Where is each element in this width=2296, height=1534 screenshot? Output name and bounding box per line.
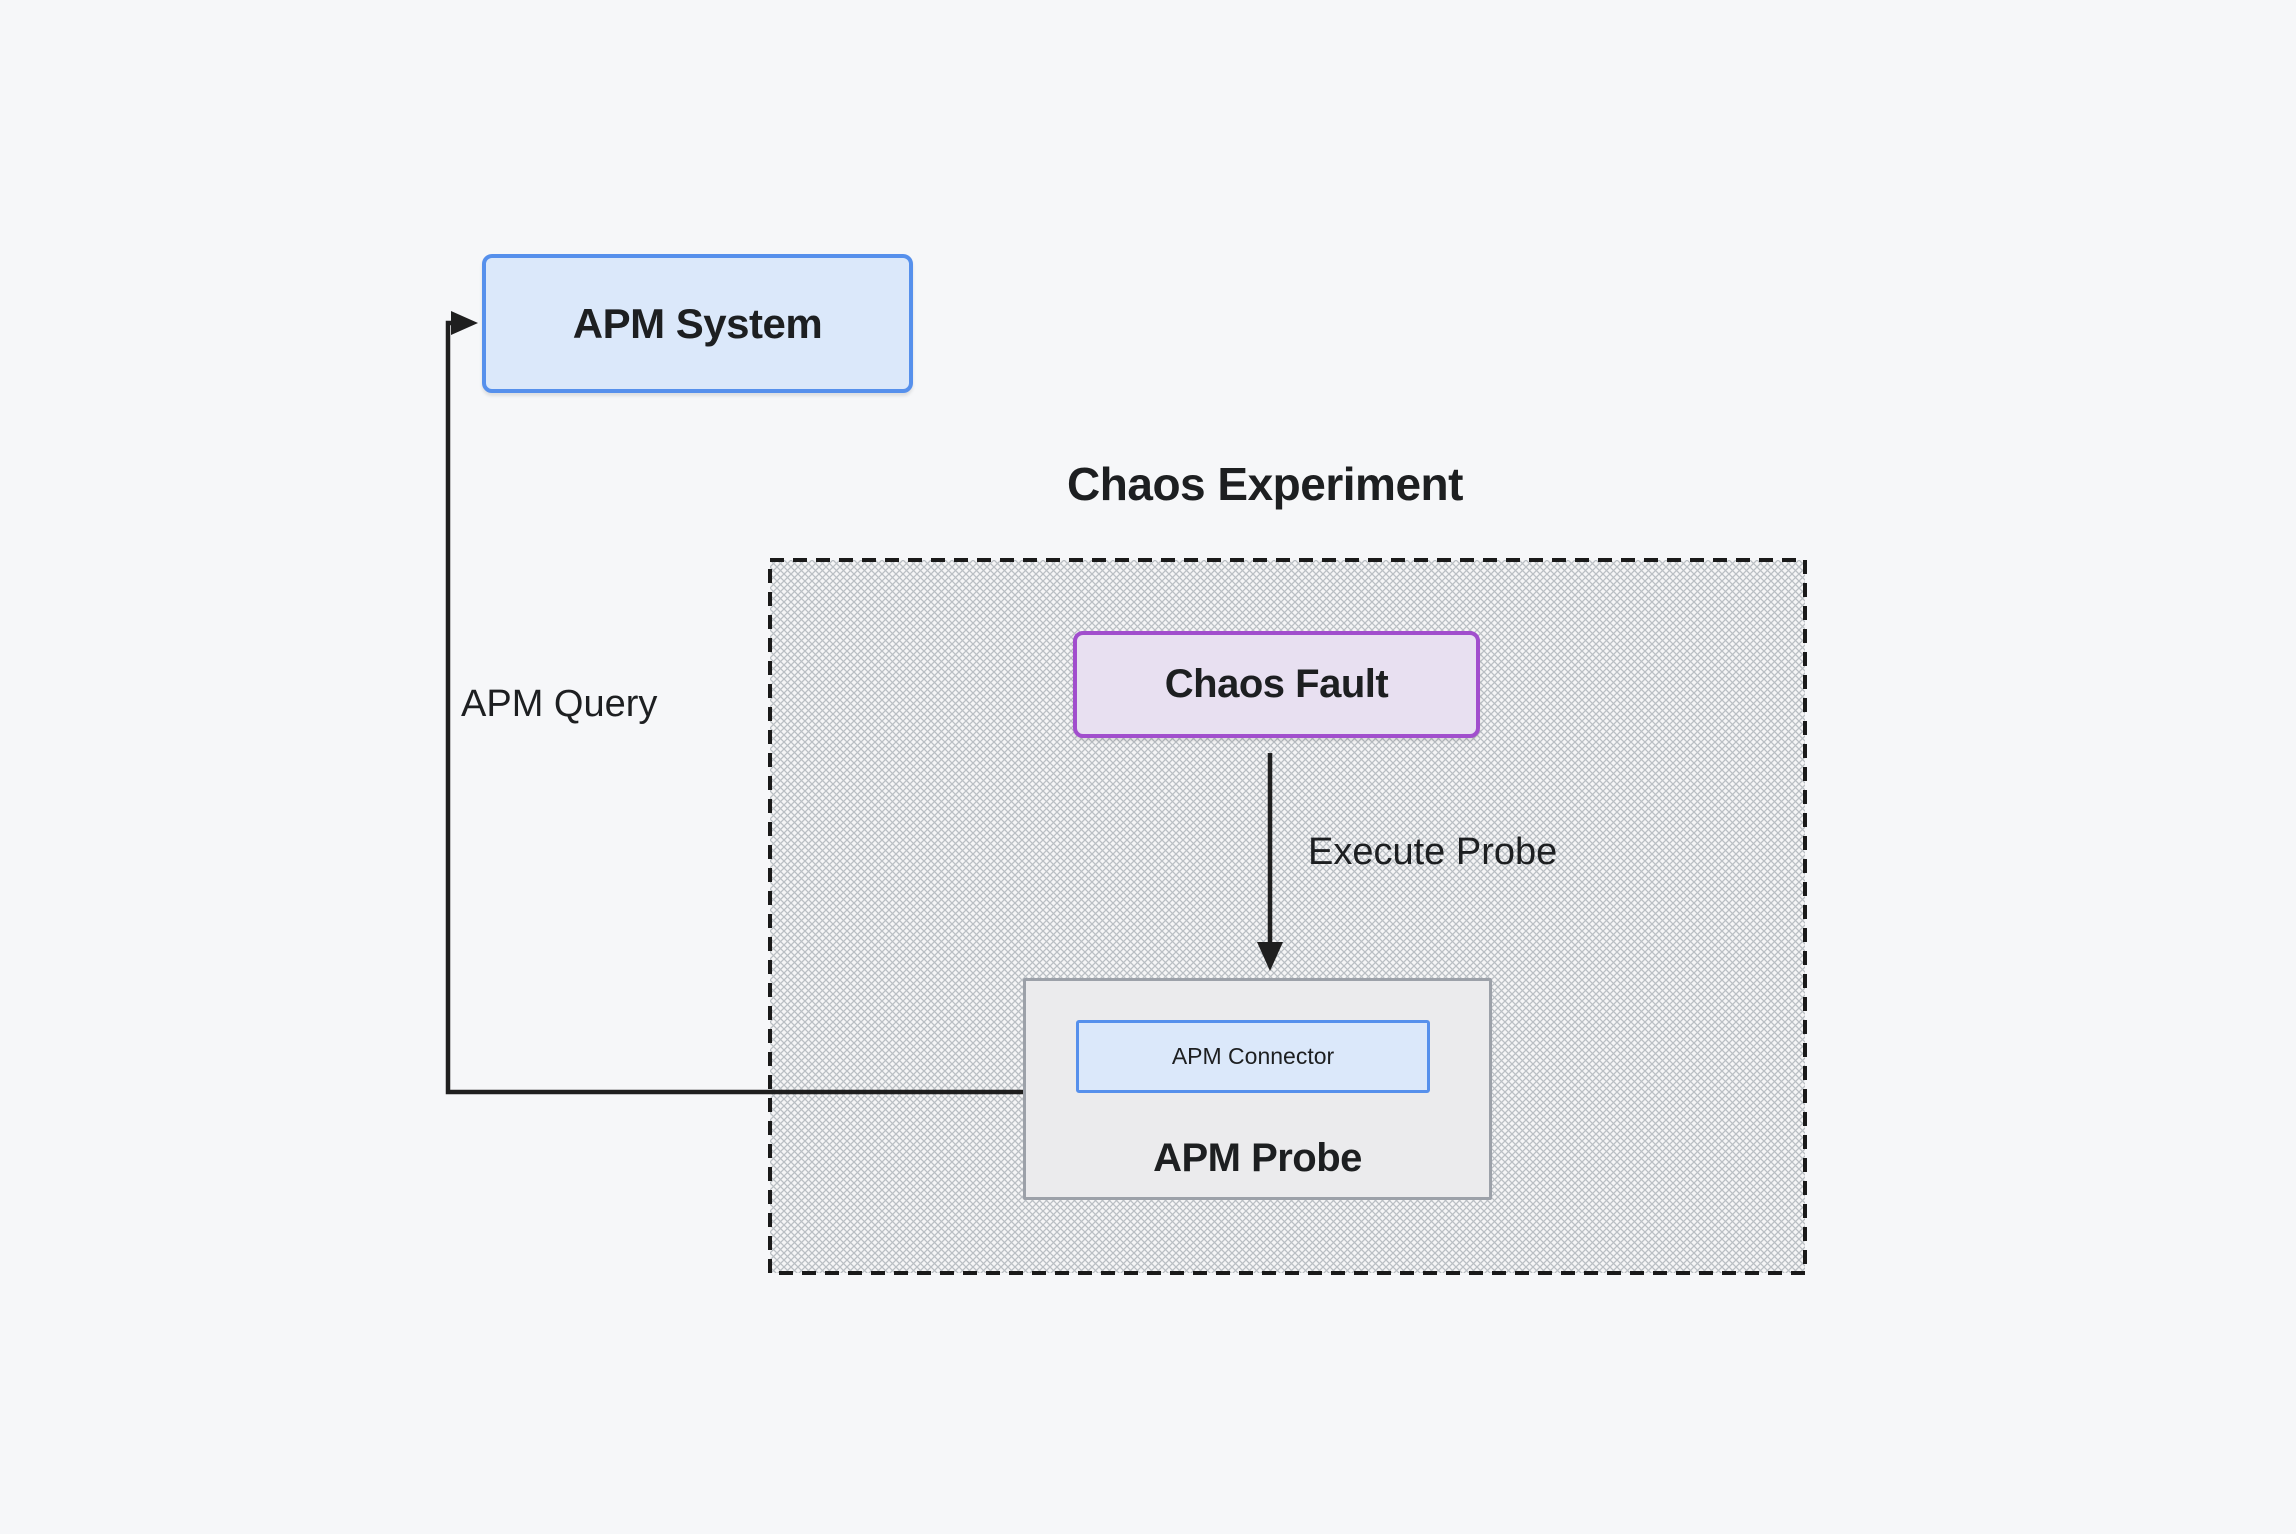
- apm-probe-label: APM Probe: [1153, 1136, 1362, 1180]
- node-apm-probe: APM Connector APM Probe: [1023, 978, 1492, 1200]
- apm-query-edge-label: APM Query: [461, 683, 658, 725]
- chaos-experiment-title: Chaos Experiment: [1067, 458, 1463, 510]
- node-apm-connector: APM Connector: [1076, 1020, 1430, 1093]
- execute-probe-edge-label: Execute Probe: [1308, 831, 1558, 873]
- apm-connector-label: APM Connector: [1171, 1043, 1335, 1069]
- execute-probe-arrowhead: [1257, 942, 1283, 971]
- apm-query-arrowhead: [451, 311, 478, 335]
- chaos-fault-label: Chaos Fault: [1164, 662, 1389, 706]
- node-chaos-fault: Chaos Fault: [1073, 631, 1480, 738]
- node-apm-system: APM System: [482, 254, 913, 393]
- apm-system-label: APM System: [572, 299, 823, 347]
